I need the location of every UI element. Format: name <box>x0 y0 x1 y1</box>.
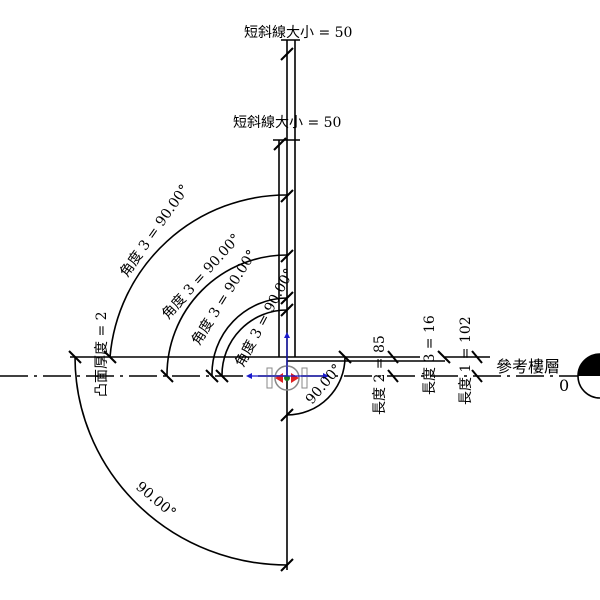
angle-arc-big[interactable] <box>74 356 288 566</box>
angle-arc-2[interactable] <box>166 254 288 377</box>
angle-big-label: 90.00° <box>132 479 178 522</box>
length-1-label: 長度 1 = 102 <box>458 316 474 405</box>
short-slash-label-1: 短斜線大小 = 50 <box>244 25 352 41</box>
dimension-ticks <box>68 47 483 572</box>
angle-arc-small[interactable] <box>286 356 346 416</box>
short-slash-label-2: 短斜線大小 = 50 <box>233 115 341 131</box>
reference-level-name[interactable]: 參考樓層 <box>496 357 560 376</box>
level-marker[interactable] <box>577 353 600 399</box>
reference-level-elevation[interactable]: 0 <box>559 376 569 395</box>
length-3-label: 長度 3 = 16 <box>422 315 438 395</box>
angle-arc-4[interactable] <box>221 309 288 377</box>
angle-arc-1[interactable] <box>109 194 288 358</box>
convex-thickness-label: 凸面厚度 = 2 <box>94 311 110 397</box>
angle-arc-3[interactable] <box>211 297 288 377</box>
angle-label-1: 角度 3 = 90.00° <box>117 182 193 281</box>
family-symbol[interactable] <box>246 332 329 391</box>
length-2-label: 長度 2 = 85 <box>372 335 388 415</box>
